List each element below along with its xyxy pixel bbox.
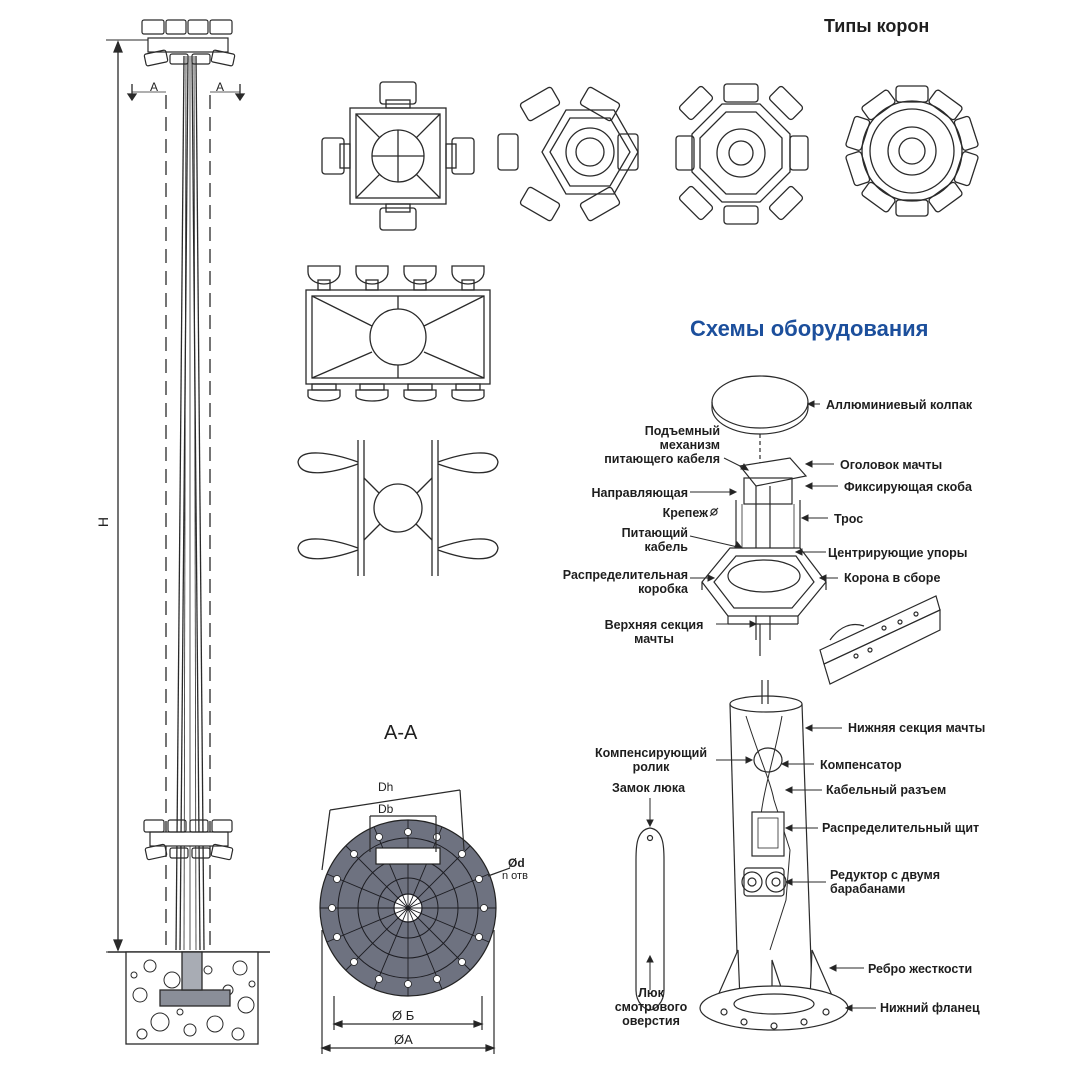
leaders-upper: [689, 400, 838, 628]
label-comp-roller: Компенсирующий ролик: [594, 746, 708, 774]
crown-rectangular: [305, 265, 491, 402]
label-hatch: Люк смотрового оверстия: [614, 986, 688, 1028]
label-upper-section: Верхняя секция мачты: [604, 618, 704, 646]
upper-equipment: [701, 375, 941, 685]
crown-reflector: [297, 440, 499, 576]
label-hatch-lock: Замок люка: [612, 781, 686, 795]
section-heading: А-А: [384, 722, 418, 744]
dim-b: Ø Б: [392, 1008, 415, 1023]
crown-square: [321, 81, 475, 231]
lower-equipment: [635, 680, 849, 1031]
label-distribution-box: Распределительная коробка: [562, 568, 688, 596]
label-cable-rope: Трос: [834, 512, 864, 526]
dim-a-right: A: [216, 80, 225, 94]
crown-octagon: [675, 83, 809, 225]
mast-drawing: [106, 19, 270, 1045]
mast-lower-crown: [143, 819, 234, 861]
label-crown-assembly: Корона в сборе: [844, 571, 941, 585]
crown-hexagon: [497, 86, 639, 222]
dim-db: Db: [378, 802, 394, 816]
leaders-lower: [646, 724, 876, 1012]
label-power-cable: Питающий кабель: [621, 526, 688, 554]
label-lift-mechanism: Подъемный механизм питающего кабеля: [604, 424, 720, 466]
label-guide: Направляющая: [591, 486, 689, 500]
dim-n-holes: n отв: [502, 870, 528, 882]
dim-dh: Dh: [378, 780, 394, 794]
label-cable-connector: Кабельный разъем: [826, 783, 947, 797]
label-cap: Аллюминиевый колпак: [826, 398, 973, 412]
label-lower-section: Нижняя секция мачты: [848, 721, 986, 735]
equipment-heading: Схемы оборудования: [690, 316, 929, 341]
dim-d: Ød: [508, 856, 525, 870]
crown-types-heading: Типы корон: [824, 16, 930, 36]
label-reducer: Редуктор с двумя барабанами: [830, 868, 941, 896]
label-centering-stops: Центрирующие упоры: [828, 546, 968, 560]
dim-a-left: A: [150, 80, 159, 94]
label-dist-panel: Распределительный щит: [822, 821, 980, 835]
dim-a-outer: ØA: [394, 1032, 413, 1047]
label-head: Оголовок мачты: [840, 458, 943, 472]
crown-decagon: [844, 85, 980, 217]
label-clamp: Фиксирующая скоба: [844, 480, 972, 494]
flange-section: [319, 789, 511, 1054]
label-fastener: Крепеж: [662, 506, 708, 520]
dim-height: H: [95, 516, 112, 528]
label-bottom-flange: Нижний фланец: [880, 1001, 980, 1015]
label-rib: Ребро жесткости: [868, 962, 973, 976]
label-compensator: Компенсатор: [820, 758, 902, 772]
